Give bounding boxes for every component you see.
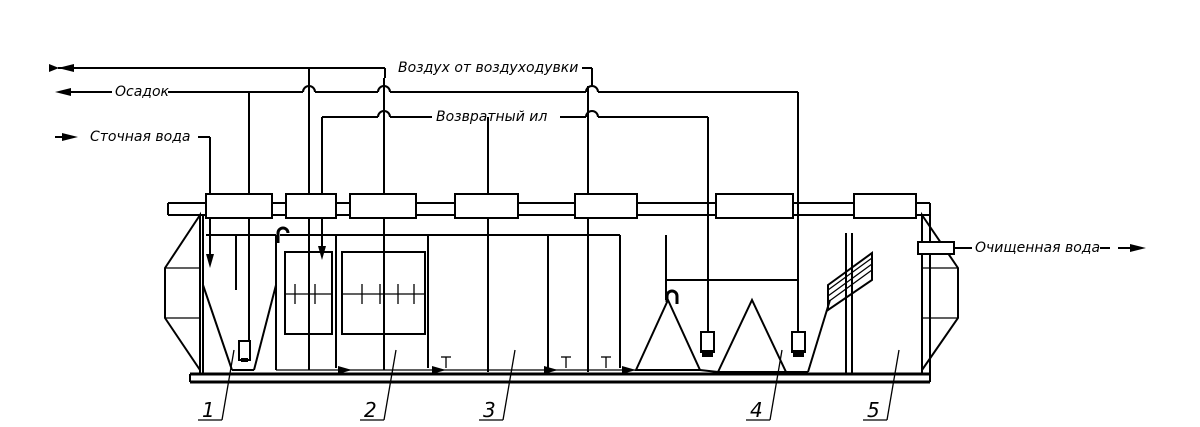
- wastewater-label: Сточная вода: [90, 129, 190, 145]
- air-label: Воздух от воздуходувки: [398, 60, 578, 76]
- zone-2-aeration: [280, 234, 429, 368]
- wastewater-inlet-line: [55, 133, 214, 268]
- zone-number-4: 4: [750, 398, 763, 422]
- zone-number-5: 5: [867, 398, 880, 422]
- treated-water-outlet: [954, 244, 1146, 252]
- treated-water-label: Очищенная вода: [975, 240, 1100, 256]
- top-channel: [167, 193, 930, 219]
- bottom-flow-arrows: [276, 366, 636, 374]
- zone-number-1: 1: [202, 398, 215, 422]
- zone-4-secondary-settler: [634, 235, 831, 373]
- zone-3-aeration: [428, 234, 621, 368]
- zone-1-settler: [202, 226, 290, 371]
- zone-callouts: [198, 349, 900, 421]
- sludge-label: Осадок: [115, 84, 170, 100]
- sludge-line: [55, 85, 798, 96]
- zone-number-3: 3: [483, 398, 496, 422]
- tank-body: [164, 203, 959, 384]
- return-sludge-label: Возвратный ил: [436, 109, 547, 125]
- zone-number-2: 2: [364, 398, 377, 422]
- air-supply-line: [49, 64, 593, 86]
- zone-5-clarifier: [827, 233, 873, 374]
